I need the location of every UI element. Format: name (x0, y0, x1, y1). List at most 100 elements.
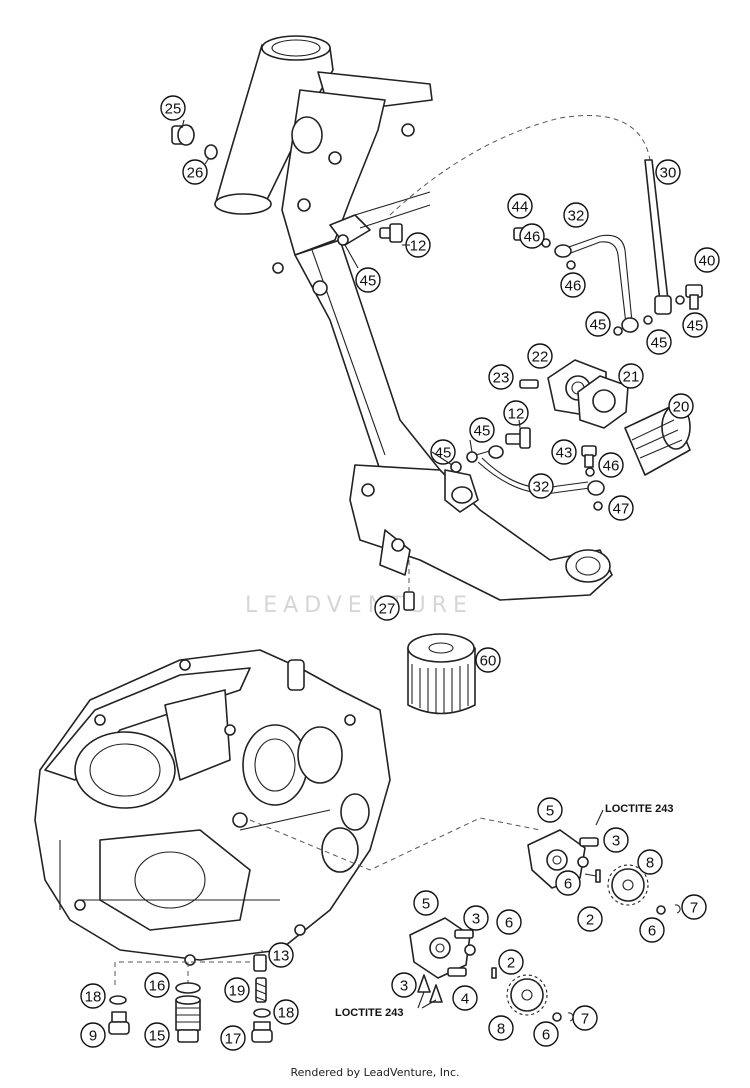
callout-5: 5 (413, 890, 439, 916)
callout-13: 13 (268, 942, 294, 968)
callout-19: 19 (224, 977, 250, 1003)
callout-label: 3 (472, 911, 480, 928)
callout-45: 45 (355, 267, 381, 293)
callout-label: 20 (673, 399, 690, 416)
callout-46: 46 (519, 223, 545, 249)
callout-label: 5 (422, 896, 430, 913)
washer-47 (593, 501, 603, 511)
o-ring-26 (204, 144, 218, 160)
callout-3: 3 (603, 827, 629, 853)
callout-label: 8 (497, 1021, 505, 1038)
callout-16: 16 (144, 972, 170, 998)
loctite-note-lower: LOCTITE 243 (335, 991, 437, 1019)
callout-label: 7 (581, 1011, 589, 1028)
o-ring-18-left (109, 995, 127, 1005)
callout-label: 8 (646, 855, 654, 872)
callout-label: 25 (165, 101, 182, 118)
circlip-7-upper (674, 904, 681, 914)
svg-text:LOCTITE 243: LOCTITE 243 (605, 803, 673, 815)
callout-45: 45 (430, 439, 456, 465)
callout-12: 12 (503, 400, 529, 426)
callout-label: 18 (278, 1005, 295, 1022)
callout-22: 22 (527, 343, 553, 369)
callout-label: 2 (586, 912, 594, 929)
callout-15: 15 (144, 1022, 170, 1048)
callout-47: 47 (608, 495, 634, 521)
pump-screw-3-lower-a (454, 929, 474, 939)
callout-label: 46 (603, 458, 620, 475)
callout-4: 4 (452, 985, 478, 1011)
callout-label: 17 (225, 1031, 242, 1048)
callout-label: 44 (512, 199, 529, 216)
callout-label: 7 (690, 900, 698, 917)
callout-label: 30 (660, 165, 677, 182)
oil-filter-20 (624, 404, 691, 476)
svg-text:LOCTITE 243: LOCTITE 243 (335, 1007, 403, 1019)
callout-label: 18 (85, 989, 102, 1006)
callout-label: 26 (187, 165, 204, 182)
callout-label: 43 (556, 445, 573, 462)
callout-label: 16 (149, 978, 166, 995)
callout-label: 6 (564, 876, 572, 893)
callout-7: 7 (681, 894, 707, 920)
pump-screws-3-lower (417, 974, 443, 1003)
callout-45: 45 (682, 312, 708, 338)
washer-45-mid (643, 315, 653, 325)
callout-5: 5 (537, 797, 563, 823)
o-ring-18-right (253, 1008, 271, 1018)
callout-27: 27 (374, 595, 400, 621)
callout-25: 25 (160, 95, 186, 121)
callout-32: 32 (528, 473, 554, 499)
callout-46: 46 (598, 452, 624, 478)
callout-32: 32 (563, 202, 589, 228)
callout-20: 20 (668, 393, 694, 419)
callout-label: 12 (410, 238, 427, 255)
callout-8: 8 (488, 1015, 514, 1041)
callout-label: 47 (613, 501, 630, 518)
drain-plug-9 (108, 1011, 130, 1035)
callout-bubbles: 2526124544463246304045454522212320124545… (80, 95, 720, 1051)
callout-26: 26 (182, 159, 208, 185)
callout-8: 8 (637, 849, 663, 875)
callout-43: 43 (551, 439, 577, 465)
callout-label: 45 (651, 335, 668, 352)
callout-45: 45 (585, 311, 611, 337)
sleeve-13 (253, 954, 267, 972)
callout-17: 17 (220, 1025, 246, 1051)
pump-screw-4 (447, 967, 467, 977)
callout-label: 21 (623, 369, 640, 386)
callout-45: 45 (646, 329, 672, 355)
callout-label: 23 (493, 370, 510, 387)
footer-credit: Rendered by LeadVenture, Inc. (290, 1066, 460, 1079)
callout-label: 45 (435, 445, 452, 462)
washer-45-left (613, 326, 623, 336)
leader-lines (181, 119, 597, 877)
callout-6: 6 (555, 870, 581, 896)
gasket-21 (577, 375, 629, 429)
callout-23: 23 (488, 364, 514, 390)
screw-27 (403, 560, 415, 611)
pump-washer-6-lower (464, 944, 476, 956)
drain-plug-25 (171, 124, 195, 146)
callout-9: 9 (80, 1022, 106, 1048)
pump-gear-8-upper (607, 864, 649, 906)
callout-label: 3 (400, 978, 408, 995)
callout-label: 4 (461, 991, 469, 1008)
o-ring-16 (175, 982, 201, 994)
plug-17 (251, 1021, 273, 1043)
washer-45-upper (337, 234, 349, 246)
pump-washer-6-upper (577, 856, 589, 868)
oil-line-32-upper (554, 234, 639, 333)
banjo-bolt-12-upper (379, 223, 403, 243)
callout-18: 18 (273, 999, 299, 1025)
hose-route-dashed (389, 115, 651, 216)
callout-2: 2 (577, 906, 603, 932)
pump-screw-3-upper (579, 837, 599, 847)
loctite-note-upper: LOCTITE 243 (595, 803, 673, 826)
pump-pin-2-upper (595, 869, 601, 883)
callout-label: 60 (480, 653, 497, 670)
callout-6: 6 (496, 909, 522, 935)
callout-label: 45 (360, 273, 377, 290)
callout-label: 46 (565, 278, 582, 295)
